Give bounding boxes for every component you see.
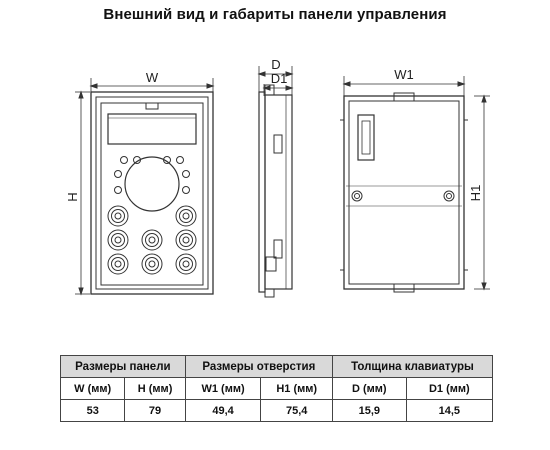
unit-d1: D1 (мм)	[405, 377, 494, 400]
table-units-row: W (мм) H (мм) W1 (мм) H1 (мм) D (мм) D1 …	[59, 377, 494, 400]
unit-d: D (мм)	[331, 377, 407, 400]
value-h1: 75,4	[260, 399, 333, 422]
h-label: H	[65, 192, 80, 201]
group-cutout-size: Размеры отверстия	[184, 355, 333, 378]
rear-view	[340, 76, 490, 293]
value-w1: 49,4	[184, 399, 262, 422]
side-view	[257, 66, 294, 298]
table-values-row: 53 79 49,4 75,4 15,9 14,5	[59, 399, 494, 422]
group-keypad-thickness: Толщина клавиатуры	[331, 355, 494, 378]
unit-h: H (мм)	[124, 377, 186, 400]
h1-label: H1	[468, 185, 483, 202]
table-header-row: Размеры панели Размеры отверстия Толщина…	[60, 355, 494, 378]
value-h: 79	[124, 399, 186, 422]
value-d1: 14,5	[405, 399, 494, 422]
front-view	[75, 78, 215, 296]
unit-w: W (мм)	[59, 377, 126, 400]
d-label: D	[271, 57, 280, 72]
w1-label: W1	[394, 67, 414, 82]
unit-h1: H1 (мм)	[260, 377, 333, 400]
group-panel-size: Размеры панели	[60, 355, 186, 378]
value-d: 15,9	[331, 399, 407, 422]
dimensions-table: Размеры панели Размеры отверстия Толщина…	[59, 355, 494, 422]
page-title: Внешний вид и габариты панели управления	[103, 6, 447, 23]
d1-label: D1	[271, 71, 288, 86]
unit-w1: W1 (мм)	[184, 377, 262, 400]
dimension-drawing: W H D D1	[65, 57, 490, 298]
w-label: W	[146, 70, 159, 85]
value-w: 53	[59, 399, 126, 422]
